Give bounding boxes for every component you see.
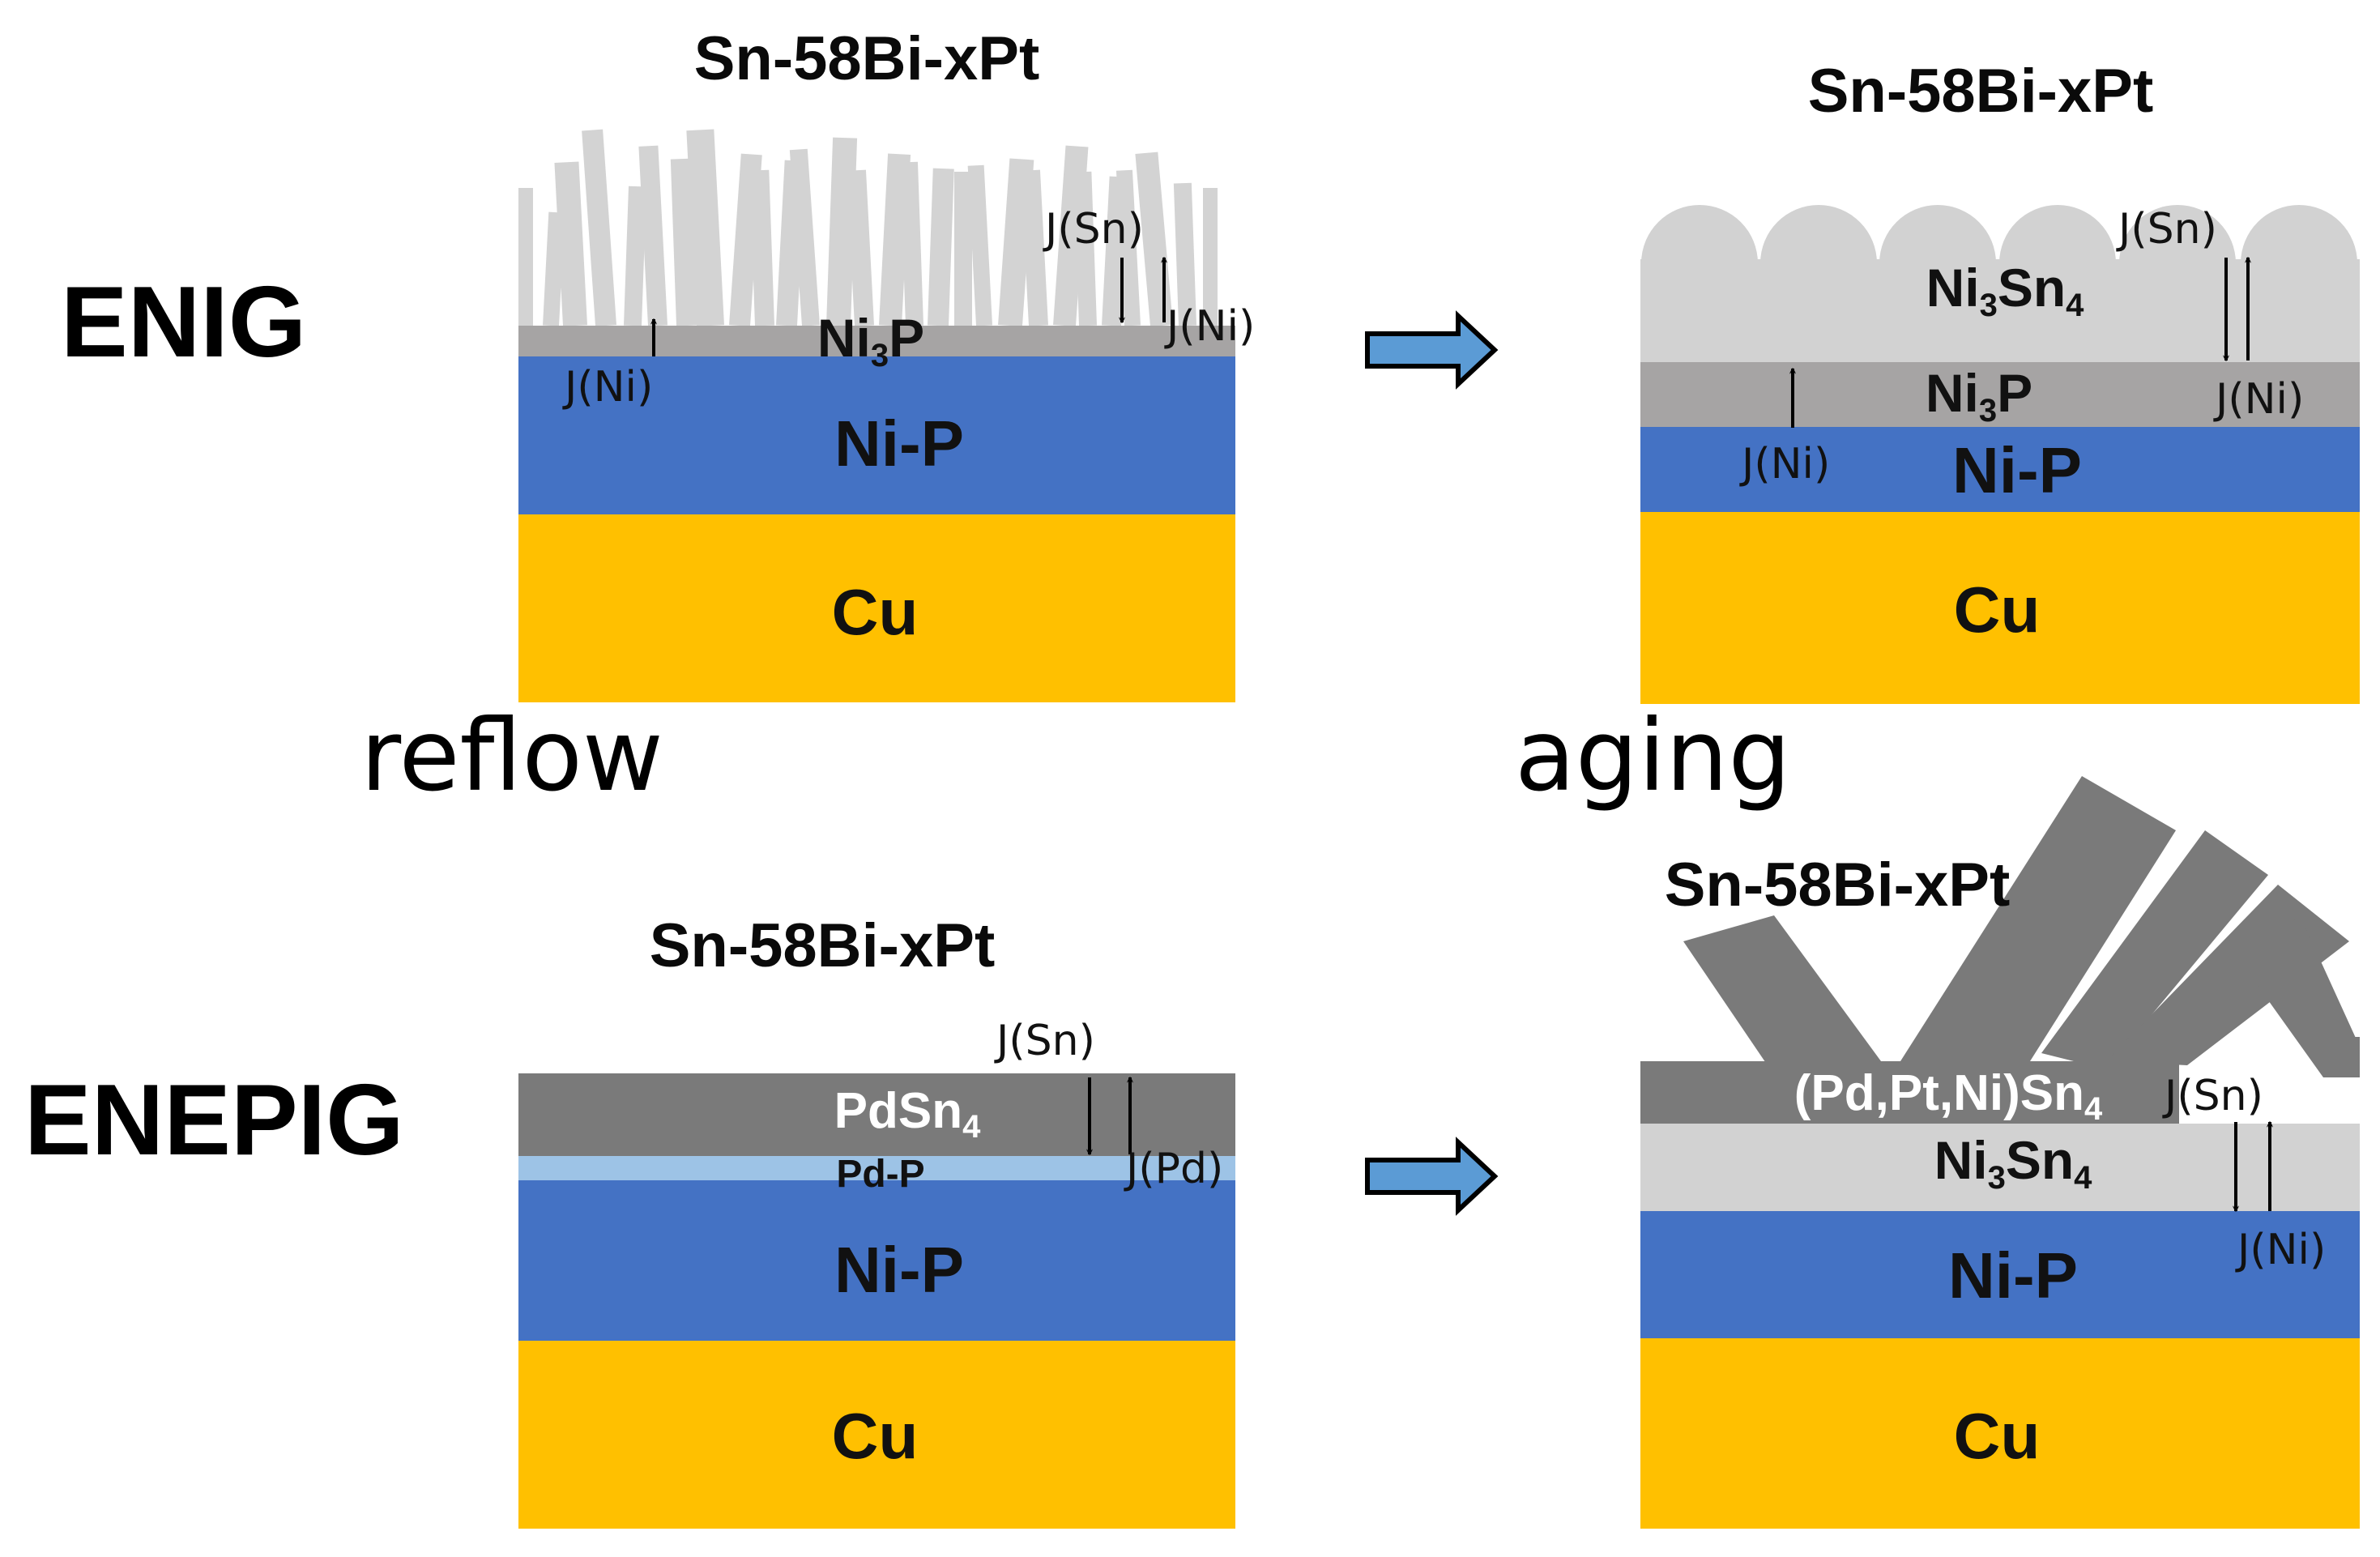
ni-p-layer — [518, 356, 1235, 514]
solder-title: Sn-58Bi-xPt — [1665, 851, 2011, 919]
pdsn4-label: PdSn4 — [834, 1083, 981, 1145]
ni3sn4-label: Ni3Sn4 — [1926, 258, 2085, 323]
cu-label: Cu — [832, 1400, 919, 1472]
ni3p-label: Ni3P — [1926, 363, 2032, 429]
ni-p-label: Ni-P — [1952, 434, 2082, 506]
flux-label-sn: J(Sn) — [2162, 1072, 2263, 1120]
ni-p-layer — [1640, 427, 2360, 512]
process-arrow-top-icon — [1365, 310, 1499, 390]
row-label-enepig: ENEPIG — [24, 1064, 404, 1176]
ni-p-layer — [518, 1180, 1235, 1341]
cu-label: Cu — [1954, 574, 2041, 646]
cu-layer — [518, 514, 1235, 702]
solder-title: Sn-58Bi-xPt — [650, 911, 996, 980]
panel-enig-aging: Sn-58Bi-xPt Cu Ni-P Ni3P Ni3Sn4 J(Sn) J(… — [1640, 57, 2360, 704]
flux-label-ni: J(Ni) — [2235, 1226, 2326, 1274]
pd-p-layer — [518, 1156, 1235, 1180]
pd-p-label: Pd-P — [836, 1153, 924, 1196]
flux-label-ni-right: J(Ni) — [1164, 302, 1255, 351]
cu-layer — [518, 1341, 1235, 1529]
stage-label-aging: aging — [1515, 698, 1791, 813]
ni-p-layer — [1640, 1211, 2360, 1338]
imc-layer — [1640, 1061, 2179, 1124]
panel-enig-reflow: Sn-58Bi-xPt — [518, 24, 1255, 702]
flux-label-sn: J(Sn) — [994, 1017, 1095, 1065]
needle-crystals — [518, 129, 1218, 327]
ni-p-label: Ni-P — [834, 407, 964, 480]
flux-label-sn: J(Sn) — [1043, 205, 1144, 254]
solder-title: Sn-58Bi-xPt — [694, 24, 1040, 93]
scallop-grains — [1640, 205, 2360, 362]
row-label-enig: ENIG — [61, 267, 306, 378]
cu-label: Cu — [1954, 1400, 2041, 1472]
cu-label: Cu — [832, 576, 919, 648]
large-imc-crystals — [1683, 776, 2360, 1077]
panel-enepig-reflow: Sn-58Bi-xPt Cu Ni-P Pd-P PdSn4 J(Sn) J(P… — [518, 911, 1235, 1529]
ni3p-label: Ni3P — [817, 308, 924, 373]
cu-layer — [1640, 512, 2360, 704]
solder-title: Sn-58Bi-xPt — [1808, 57, 2154, 126]
flux-label-pd: J(Pd) — [1124, 1145, 1223, 1193]
cu-layer — [1640, 1338, 2360, 1529]
flux-label-ni-right: J(Ni) — [2213, 375, 2304, 424]
panel-enepig-aging: Sn-58Bi-xPt Cu Ni-P Ni3Sn4 (Pd,Pt,Ni)Sn4… — [1640, 776, 2360, 1529]
flux-label-sn: J(Sn) — [2116, 205, 2217, 254]
ni3p-layer — [1640, 362, 2360, 427]
imc-label: (Pd,Pt,Ni)Sn4 — [1794, 1065, 2103, 1127]
flux-label-ni-left: J(Ni) — [1739, 440, 1830, 488]
ni3p-layer — [518, 326, 1235, 356]
ni-p-label: Ni-P — [1948, 1239, 2078, 1312]
stage-label-reflow: reflow — [360, 698, 663, 813]
process-arrow-bottom-icon — [1365, 1137, 1499, 1216]
ni-p-label: Ni-P — [834, 1234, 964, 1306]
ni3sn4-label: Ni3Sn4 — [1934, 1130, 2093, 1196]
pdsn4-layer — [518, 1073, 1235, 1156]
ni3sn4-layer — [1640, 1124, 2360, 1211]
flux-label-ni-left: J(Ni) — [562, 363, 653, 412]
